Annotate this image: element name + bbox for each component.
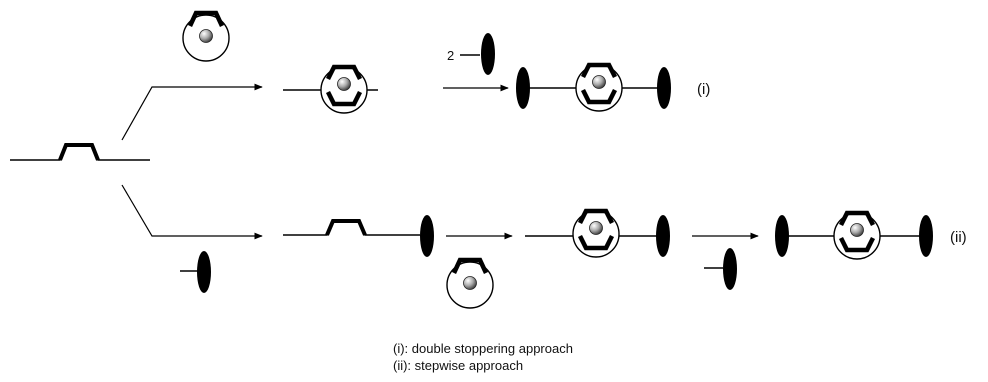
- route-label-ii: (ii): [950, 229, 967, 246]
- macrocycle-reagent-top: [183, 13, 229, 61]
- semi-rotaxane: [525, 211, 670, 257]
- axle-with-binding-site: [10, 143, 150, 161]
- threaded-complex-i: [283, 67, 378, 113]
- route-label-i: (i): [697, 81, 710, 98]
- stopper-reagent-i: 2: [447, 33, 495, 75]
- stopper-reagent-ii-b: [704, 248, 737, 290]
- half-stoppered-axle: [283, 215, 434, 257]
- rotaxane-product-i: [516, 65, 671, 111]
- macrocycle-reagent-bottom: [447, 260, 493, 308]
- stoichiometry-label: 2: [447, 48, 454, 63]
- stopper-reagent-ii-a: [180, 251, 211, 293]
- legend-double-stoppering: (i): double stoppering approach: [393, 341, 573, 356]
- legend-stepwise: (ii): stepwise approach: [393, 358, 524, 373]
- rotaxane-product-ii: [775, 213, 933, 259]
- branch-connectors: [121, 83, 263, 240]
